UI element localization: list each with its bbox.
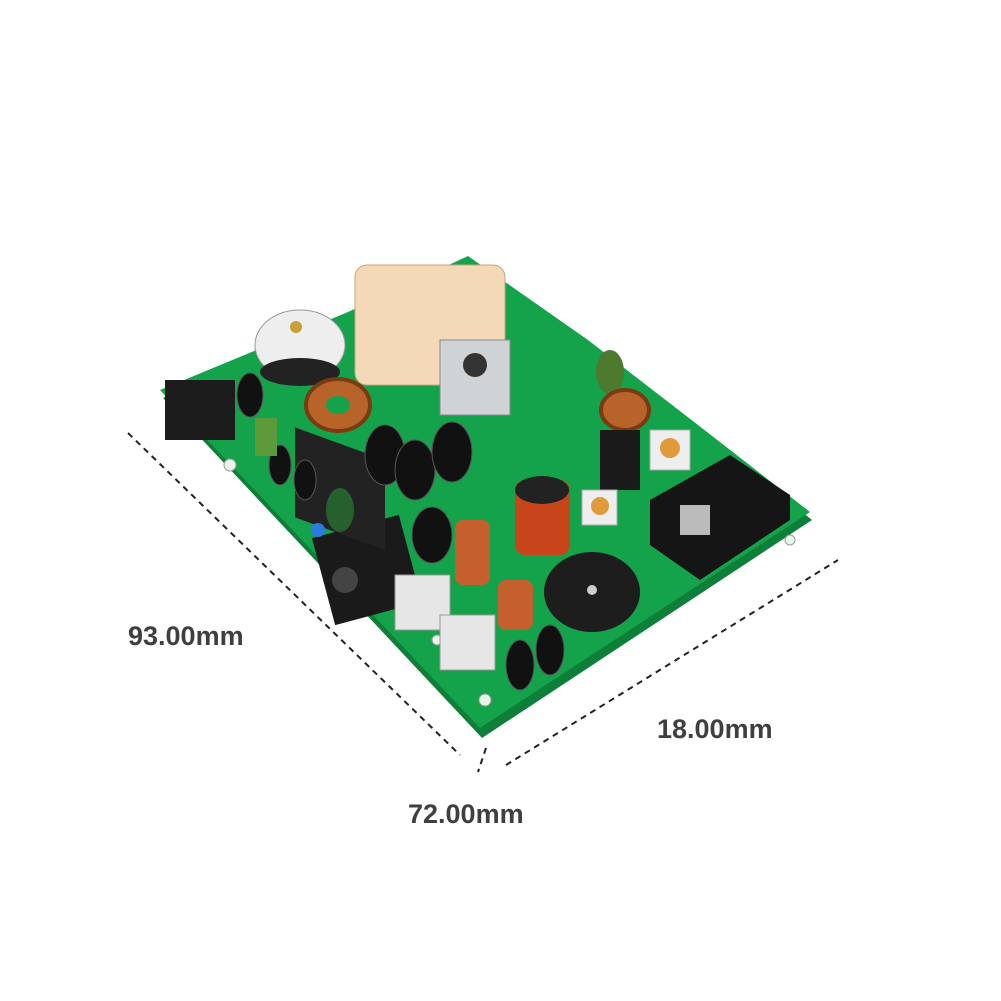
dimension-lines: [127, 432, 839, 773]
length-dimension-label: 93.00mm: [128, 621, 244, 651]
audio-jack: [165, 380, 235, 440]
antenna-terminal: [439, 614, 496, 671]
height-tick-line: [477, 747, 487, 773]
height-dimension-label: 18.00mm: [657, 714, 773, 744]
width-dimension-label: 72.00mm: [408, 799, 524, 829]
heatsink: [650, 455, 790, 580]
ground-terminal: [394, 574, 451, 631]
components: [165, 264, 790, 691]
metal-can: [439, 339, 511, 416]
length-dimension-line: [127, 432, 461, 756]
